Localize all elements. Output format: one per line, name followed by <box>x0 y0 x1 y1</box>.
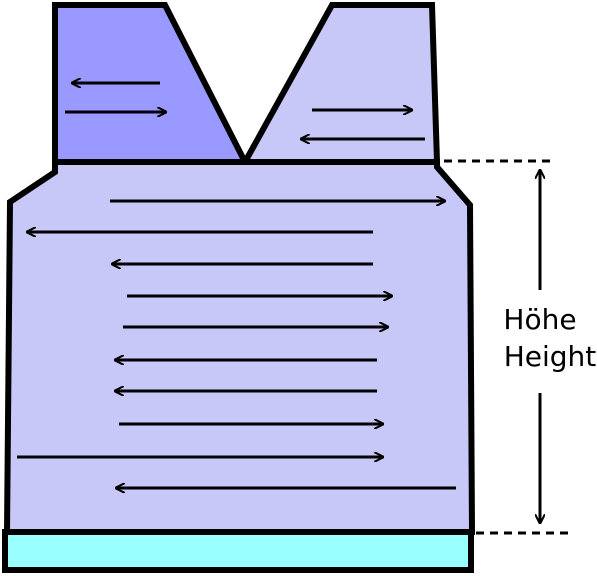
vest-body-panel <box>3 159 476 535</box>
knitting-direction-arrows <box>17 83 456 488</box>
height-label-english: Height <box>504 340 597 373</box>
right-shoulder-panel <box>239 1 441 165</box>
ribbing-band <box>2 529 474 573</box>
height-label-german: Höhe <box>503 303 576 336</box>
